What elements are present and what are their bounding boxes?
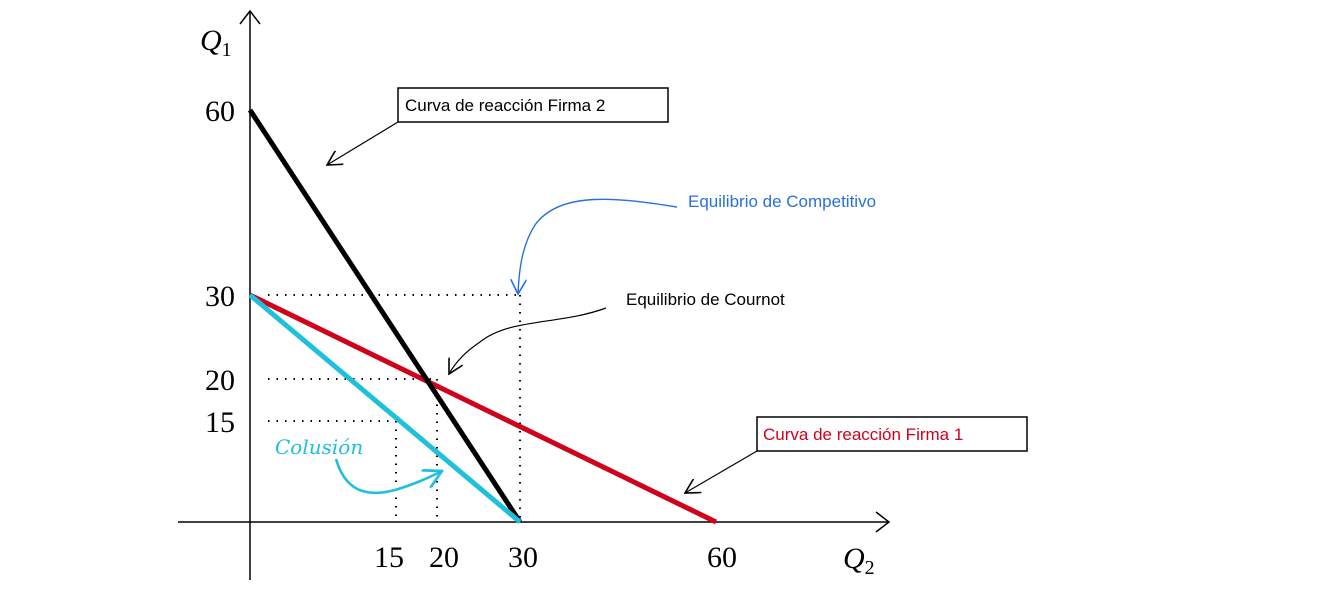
arrow-icon <box>685 450 758 493</box>
y-tick-label: 20 <box>205 364 235 397</box>
y-tick-label: 15 <box>205 406 235 439</box>
series-line-2 <box>248 292 718 525</box>
x-tick-label: 15 <box>374 541 404 574</box>
annotation-firma2: Curva de reacción Firma 2 <box>327 87 669 165</box>
x-tick-label: 30 <box>508 541 538 574</box>
series-line-3 <box>248 293 522 524</box>
series-line-1 <box>247 108 523 524</box>
annotation-competitivo: Equilibrio de Competitivo <box>518 192 876 294</box>
y-axis-arrow-icon <box>239 9 261 25</box>
arrow-icon <box>518 198 678 294</box>
arrow-icon <box>449 307 607 374</box>
annotation-colusion-label: Colusión <box>275 435 363 459</box>
dotted-guides <box>268 294 521 522</box>
annotation-competitivo-label: Equilibrio de Competitivo <box>688 192 876 211</box>
x-tick-label: 20 <box>429 541 459 574</box>
annotation-cournot: Equilibrio de Cournot <box>449 290 785 374</box>
x-axis-arrow-icon <box>875 511 891 533</box>
x-axis-label: Q2 <box>843 542 875 579</box>
y-tick-label: 60 <box>205 95 235 128</box>
x-tick-label: 60 <box>707 541 737 574</box>
annotation-firma1-label: Curva de reacción Firma 1 <box>763 425 963 444</box>
y-tick-label: 30 <box>205 280 235 313</box>
annotation-colusion: Colusión <box>275 435 442 495</box>
arrow-icon <box>334 458 442 495</box>
annotation-firma2-label: Curva de reacción Firma 2 <box>405 96 605 115</box>
y-axis-label: Q1 <box>200 24 232 61</box>
annotation-firma1: Curva de reacción Firma 1 <box>685 416 1028 493</box>
arrow-icon <box>327 121 399 165</box>
annotation-cournot-label: Equilibrio de Cournot <box>626 290 785 309</box>
